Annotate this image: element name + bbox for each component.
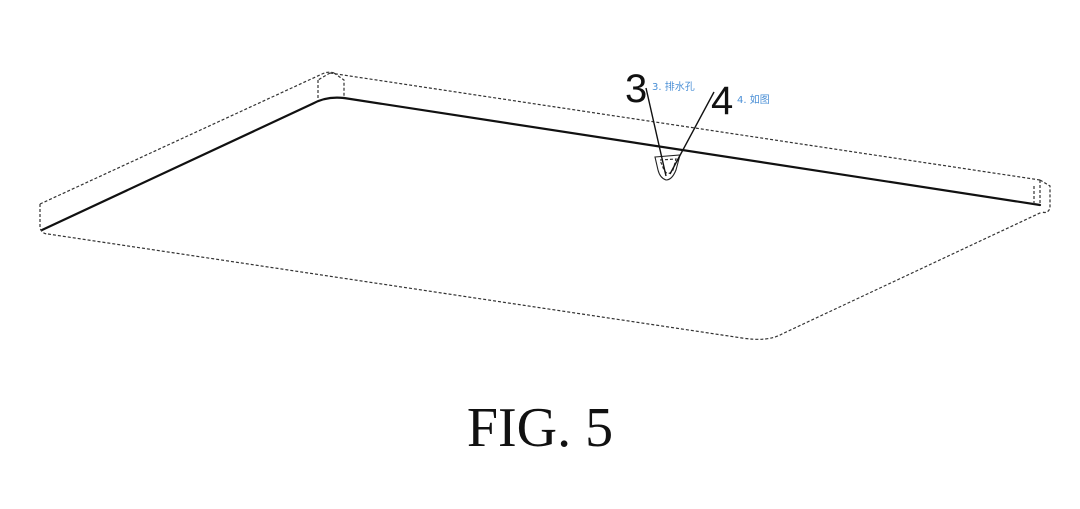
reference-number-3: 3 [625,67,647,111]
reference-note-4: 4. 如图 [737,93,770,106]
rim-corner-right [1033,180,1041,205]
figure-caption: FIG. 5 [467,397,613,459]
drain-hole-inner [659,158,677,175]
tray-drawing [39,71,1051,340]
inner-edge-left [40,96,346,232]
rim-left-outer-edge [39,71,335,205]
rim-corner-back-left [317,72,345,100]
leader-line-4 [669,91,715,175]
drain-hole [654,154,681,181]
rim-right-outer-edge [1039,179,1051,214]
leader-line-3 [645,87,667,177]
tray-bottom-edge-front [47,211,1043,340]
reference-number-4: 4 [711,79,733,123]
reference-note-3: 3. 排水孔 [652,80,695,93]
inner-edge-back [342,96,1042,207]
